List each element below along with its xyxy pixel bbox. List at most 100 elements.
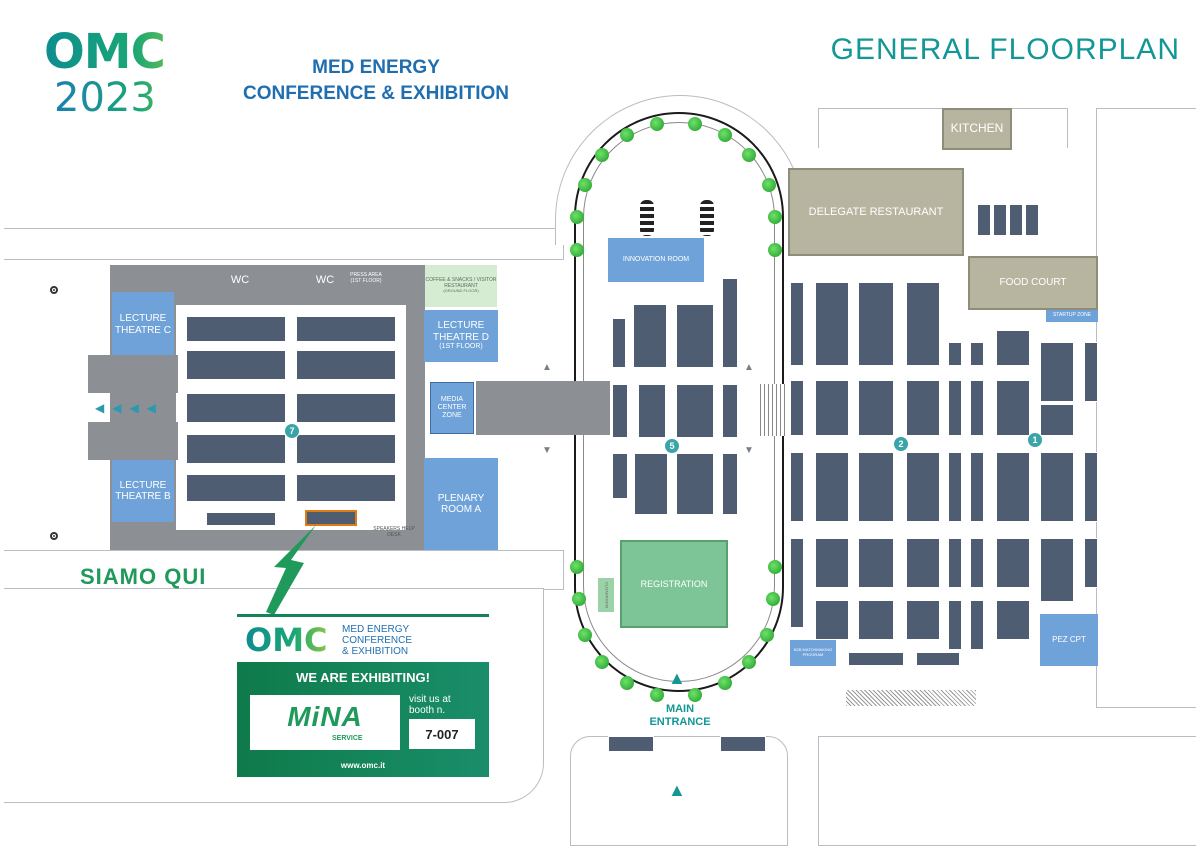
connector-hatch: [760, 384, 786, 436]
press-area-label: PRESS AREA (1ST FLOOR): [350, 272, 382, 284]
visit-text: visit us at booth n.: [409, 694, 479, 716]
west-entry-bottom: [88, 422, 178, 460]
stand-block: [633, 304, 667, 368]
lecture-theatre-d[interactable]: LECTURE THEATRE D (1ST FLOOR): [424, 310, 498, 362]
lecture-theatre-b[interactable]: LECTURE THEATRE B: [112, 460, 174, 522]
innovation-room[interactable]: INNOVATION ROOM: [608, 238, 704, 282]
stand-block: [1040, 342, 1074, 402]
wc-right-label: WC: [315, 273, 335, 286]
stand-block: [996, 380, 1030, 436]
stand-block: [906, 600, 940, 640]
stand-block: [996, 600, 1030, 640]
wc-right: WC: [300, 270, 350, 290]
registration[interactable]: REGISTRATION: [620, 540, 728, 628]
stand-block: [186, 316, 286, 342]
lower-entrance-arrow-icon: ▲: [668, 780, 686, 800]
stand-block: [948, 452, 962, 522]
stand-block: [1040, 404, 1074, 436]
cloakroom-label: CLOAKROOM: [604, 581, 610, 608]
stand-block: [612, 384, 628, 438]
banner-title-1: MED ENERGY: [342, 624, 410, 635]
door-arrow-icon: ▲: [542, 362, 552, 373]
tree-icon: [570, 210, 584, 224]
media-center-label: MEDIA CENTER ZONE: [437, 395, 467, 420]
tree-icon: [620, 676, 634, 690]
banner-title-2: CONFERENCE: [342, 635, 413, 646]
hall-number-5: 5: [664, 438, 680, 454]
startup-zone[interactable]: STARTUP ZONE: [1046, 310, 1098, 322]
delegate-restaurant[interactable]: DELEGATE RESTAURANT: [788, 168, 964, 256]
west-entry-top: [88, 355, 178, 393]
press-area: PRESS AREA (1ST FLOOR): [346, 268, 386, 290]
tree-icon: [688, 117, 702, 131]
road-bottom-entry: [570, 736, 788, 846]
stand-block: [634, 453, 668, 515]
stair-icon: [640, 200, 654, 236]
stand-block: [948, 380, 962, 436]
tree-icon: [578, 628, 592, 642]
stand-block: [970, 600, 984, 650]
tree-icon: [766, 592, 780, 606]
food-court[interactable]: FOOD COURT: [968, 256, 1098, 310]
pez-cpt[interactable]: PEZ CPT: [1040, 614, 1098, 666]
stand-block: [848, 652, 904, 666]
plenary-room-a[interactable]: PLENARY ROOM A: [424, 458, 498, 550]
stand-block: [676, 453, 714, 515]
mina-booth-highlight[interactable]: [305, 510, 357, 526]
innovation-label: INNOVATION ROOM: [622, 255, 690, 263]
table-grid: [978, 205, 1042, 235]
marker-icon: [50, 286, 58, 294]
stand-block: [186, 393, 286, 423]
marker-icon: [50, 532, 58, 540]
stand-block: [906, 380, 940, 436]
tree-icon: [650, 117, 664, 131]
stand-block: [916, 652, 960, 666]
stand-block: [206, 512, 276, 526]
tree-icon: [595, 148, 609, 162]
tree-icon: [768, 210, 782, 224]
tree-icon: [742, 148, 756, 162]
stand-block: [1084, 452, 1098, 522]
stand-block: [722, 278, 738, 368]
pointer-arrow-icon: [266, 525, 316, 615]
tree-icon: [572, 592, 586, 606]
banner-green-panel: WE ARE EXHIBITING! MiNA SERVICE visit us…: [237, 662, 489, 777]
media-center-zone[interactable]: MEDIA CENTER ZONE: [430, 382, 474, 434]
stand-block: [720, 736, 766, 752]
lecture-d-label: LECTURE THEATRE D: [433, 320, 489, 343]
lecture-theatre-c[interactable]: LECTURE THEATRE C: [112, 292, 174, 357]
banner-exhibiting: WE ARE EXHIBITING!: [296, 670, 430, 685]
tree-icon: [595, 655, 609, 669]
stand-block: [1040, 538, 1074, 602]
stand-block: [996, 538, 1030, 588]
stand-block: [996, 452, 1030, 522]
tree-icon: [578, 178, 592, 192]
main-entrance[interactable]: MAIN ENTRANCE: [630, 703, 730, 729]
lecture-d-floor-label: (1ST FLOOR): [439, 343, 483, 351]
stand-block: [722, 453, 738, 515]
food-court-label: FOOD COURT: [999, 277, 1067, 289]
lecture-c-label: LECTURE THEATRE C: [115, 313, 171, 336]
stand-block: [996, 330, 1030, 366]
logo-line2: 2023: [54, 76, 194, 120]
stand-block: [638, 384, 666, 438]
lecture-b-label: LECTURE THEATRE B: [115, 479, 171, 503]
stand-block: [906, 452, 940, 522]
coffee-label: COFFEE & SNACKS / VISITOR RESTAURANT: [425, 276, 497, 289]
wc-left-label: WC: [230, 273, 250, 286]
startup-zone-label: STARTUP ZONE: [1052, 312, 1092, 319]
stand-block: [296, 434, 396, 464]
stand-block: [608, 736, 654, 752]
visit-line2: booth n.: [409, 705, 446, 716]
sponsor-logo-box: MiNA SERVICE: [250, 695, 400, 750]
stair-icon: [700, 200, 714, 236]
stand-block: [676, 384, 714, 438]
stand-block: [858, 452, 894, 522]
b2b-matchmaking[interactable]: B2B MATCHMAKING PROGRAM: [790, 640, 836, 666]
delegate-restaurant-label: DELEGATE RESTAURANT: [808, 205, 944, 218]
stand-block: [612, 453, 628, 499]
stand-block: [858, 282, 894, 366]
visit-line1: visit us at: [409, 694, 451, 705]
main-entrance-line1: MAIN: [665, 703, 695, 715]
tree-icon: [718, 128, 732, 142]
